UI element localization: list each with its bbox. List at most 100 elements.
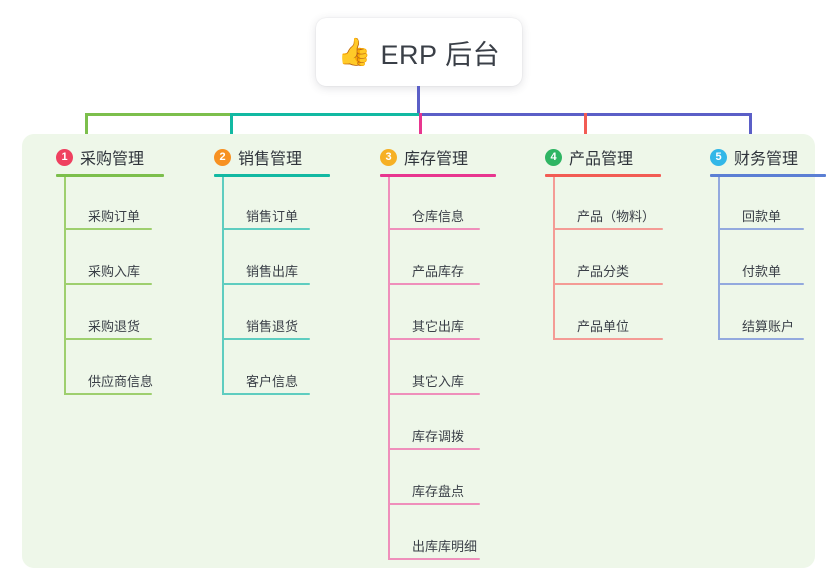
leaf-label: 其它出库 <box>412 319 465 334</box>
leaf-label: 销售出库 <box>246 264 299 279</box>
column-header-finance[interactable]: 5 财务管理 <box>692 140 798 174</box>
column-header-sales[interactable]: 2 销售管理 <box>196 140 302 174</box>
leaf-item[interactable]: 库存盘点 <box>388 471 480 505</box>
leaf-item[interactable]: 销售退货 <box>222 306 310 340</box>
leaf-item[interactable]: 采购订单 <box>64 196 152 230</box>
leaf-item[interactable]: 采购退货 <box>64 306 152 340</box>
column-finance: 5 财务管理回款单付款单结算账户 <box>692 140 826 340</box>
leaf-underline <box>553 338 663 340</box>
column-title-purchase: 采购管理 <box>80 151 145 168</box>
column-header-purchase[interactable]: 1 采购管理 <box>38 140 144 174</box>
leaf-item[interactable]: 其它入库 <box>388 361 480 395</box>
column-badge-finance: 5 <box>710 148 727 166</box>
column-spine-sales <box>222 177 224 395</box>
leaf-item[interactable]: 回款单 <box>718 196 804 230</box>
column-inventory: 3 库存管理仓库信息产品库存其它出库其它入库库存调拨库存盘点出库库明细 <box>362 140 496 560</box>
leaf-label: 销售订单 <box>246 209 299 224</box>
leaf-underline <box>718 228 804 230</box>
leaf-underline <box>388 283 480 285</box>
column-spine-finance <box>718 177 720 340</box>
leaf-label: 产品分类 <box>577 264 630 279</box>
leaf-item[interactable]: 销售出库 <box>222 251 310 285</box>
leaf-underline <box>388 448 480 450</box>
leaf-underline <box>64 338 152 340</box>
leaf-item[interactable]: 仓库信息 <box>388 196 480 230</box>
leaf-item[interactable]: 销售订单 <box>222 196 310 230</box>
connector-trunk <box>417 86 420 116</box>
leaf-label: 结算账户 <box>742 319 795 334</box>
leaf-item[interactable]: 采购入库 <box>64 251 152 285</box>
column-sales: 2 销售管理销售订单销售出库销售退货客户信息 <box>196 140 330 395</box>
branch-panel <box>22 134 815 568</box>
leaf-label: 库存盘点 <box>412 484 465 499</box>
leaf-item[interactable]: 产品单位 <box>553 306 663 340</box>
leaf-item[interactable]: 供应商信息 <box>64 361 154 395</box>
leaf-underline <box>388 393 480 395</box>
leaf-label: 客户信息 <box>246 374 299 389</box>
column-title-sales: 销售管理 <box>238 151 303 168</box>
leaf-underline <box>553 283 663 285</box>
leaf-label: 出库库明细 <box>412 539 478 554</box>
leaf-underline <box>718 338 804 340</box>
leaf-underline <box>553 228 663 230</box>
column-underline-finance <box>710 174 826 177</box>
leaf-underline <box>222 338 310 340</box>
leaf-label: 产品（物料） <box>577 209 656 224</box>
column-underline-inventory <box>380 174 496 177</box>
column-badge-purchase: 1 <box>56 148 73 166</box>
column-spine-purchase <box>64 177 66 395</box>
leaf-item[interactable]: 库存调拨 <box>388 416 480 450</box>
root-title: ERP 后台 <box>380 39 501 70</box>
leaf-item[interactable]: 出库库明细 <box>388 526 480 560</box>
column-title-product: 产品管理 <box>569 151 634 168</box>
leaf-label: 库存调拨 <box>412 429 465 444</box>
leaf-item[interactable]: 结算账户 <box>718 306 804 340</box>
leaf-label: 采购入库 <box>88 264 141 279</box>
column-badge-product: 4 <box>545 148 562 166</box>
leaf-underline <box>222 393 310 395</box>
column-spine-product <box>553 177 555 340</box>
leaf-underline <box>64 228 152 230</box>
leaf-label: 销售退货 <box>246 319 299 334</box>
leaf-label: 产品单位 <box>577 319 630 334</box>
column-badge-sales: 2 <box>214 148 231 166</box>
leaf-underline <box>64 393 152 395</box>
column-underline-purchase <box>56 174 164 177</box>
leaf-underline <box>388 558 480 560</box>
leaf-label: 供应商信息 <box>88 374 154 389</box>
leaf-label: 付款单 <box>742 264 782 279</box>
thumbs-up-icon: 👍 <box>337 36 372 67</box>
leaf-underline <box>222 283 310 285</box>
leaf-underline <box>388 338 480 340</box>
leaf-label: 其它入库 <box>412 374 465 389</box>
leaf-underline <box>718 283 804 285</box>
column-underline-product <box>545 174 661 177</box>
leaf-underline <box>64 283 152 285</box>
column-badge-inventory: 3 <box>380 148 397 166</box>
leaf-underline <box>388 228 480 230</box>
column-purchase: 1 采购管理采购订单采购入库采购退货供应商信息 <box>38 140 164 395</box>
connector-green-segment <box>85 113 230 116</box>
connector-teal-segment <box>230 113 419 116</box>
leaf-label: 仓库信息 <box>412 209 465 224</box>
leaf-item[interactable]: 付款单 <box>718 251 804 285</box>
column-underline-sales <box>214 174 330 177</box>
column-product: 4 产品管理产品（物料） 产品分类产品单位 <box>527 140 663 340</box>
leaf-item[interactable]: 产品分类 <box>553 251 663 285</box>
root-node[interactable]: 👍 ERP 后台 <box>316 18 522 86</box>
column-header-product[interactable]: 4 产品管理 <box>527 140 633 174</box>
leaf-item[interactable]: 产品库存 <box>388 251 480 285</box>
leaf-item[interactable]: 客户信息 <box>222 361 310 395</box>
column-title-finance: 财务管理 <box>734 151 799 168</box>
leaf-item[interactable]: 产品（物料） <box>553 196 663 230</box>
leaf-item[interactable]: 其它出库 <box>388 306 480 340</box>
leaf-underline <box>222 228 310 230</box>
column-title-inventory: 库存管理 <box>404 151 469 168</box>
leaf-label: 采购退货 <box>88 319 141 334</box>
leaf-label: 采购订单 <box>88 209 141 224</box>
leaf-label: 回款单 <box>742 209 782 224</box>
column-spine-inventory <box>388 177 390 560</box>
column-header-inventory[interactable]: 3 库存管理 <box>362 140 468 174</box>
leaf-label: 产品库存 <box>412 264 465 279</box>
